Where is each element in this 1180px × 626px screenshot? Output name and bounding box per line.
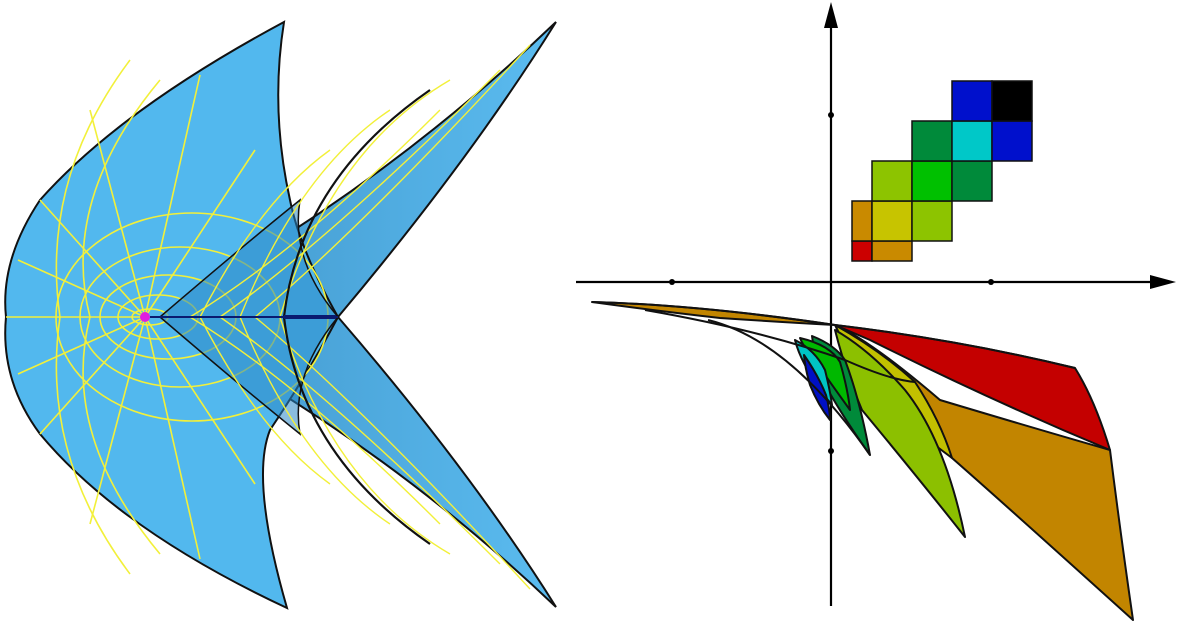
domain-cell (911, 160, 953, 202)
image-region-outline-b (707, 319, 871, 456)
image-regions (591, 301, 1134, 621)
domain-cell (871, 160, 913, 202)
y-tick-neg (828, 448, 834, 454)
x-axis-arrow-icon (1150, 275, 1176, 289)
domain-cell (991, 120, 1033, 162)
image-region-blue (803, 354, 831, 421)
x-tick-neg (669, 279, 675, 285)
y-axis-arrow-icon (824, 2, 838, 28)
domain-grid (851, 80, 1033, 262)
domain-cell (911, 120, 953, 162)
back-sheet-inner-edge (282, 89, 431, 318)
domain-cell (951, 120, 993, 162)
image-region-outline-upper (591, 301, 1076, 369)
domain-cell (951, 80, 993, 122)
domain-cell (851, 200, 873, 242)
back-sheet-inner-edge-lower (282, 316, 431, 545)
right-mapping-panel (576, 2, 1176, 621)
domain-cell (851, 240, 873, 262)
domain-cell (911, 200, 953, 242)
domain-cell (951, 160, 993, 202)
image-region-outline-a (644, 309, 916, 383)
left-surface-panel (4, 20, 557, 610)
domain-cell (871, 200, 913, 242)
focus-point (140, 312, 150, 322)
domain-cell (871, 240, 913, 262)
y-tick-pos (828, 112, 834, 118)
domain-cell (991, 80, 1033, 122)
x-tick-pos (988, 279, 994, 285)
